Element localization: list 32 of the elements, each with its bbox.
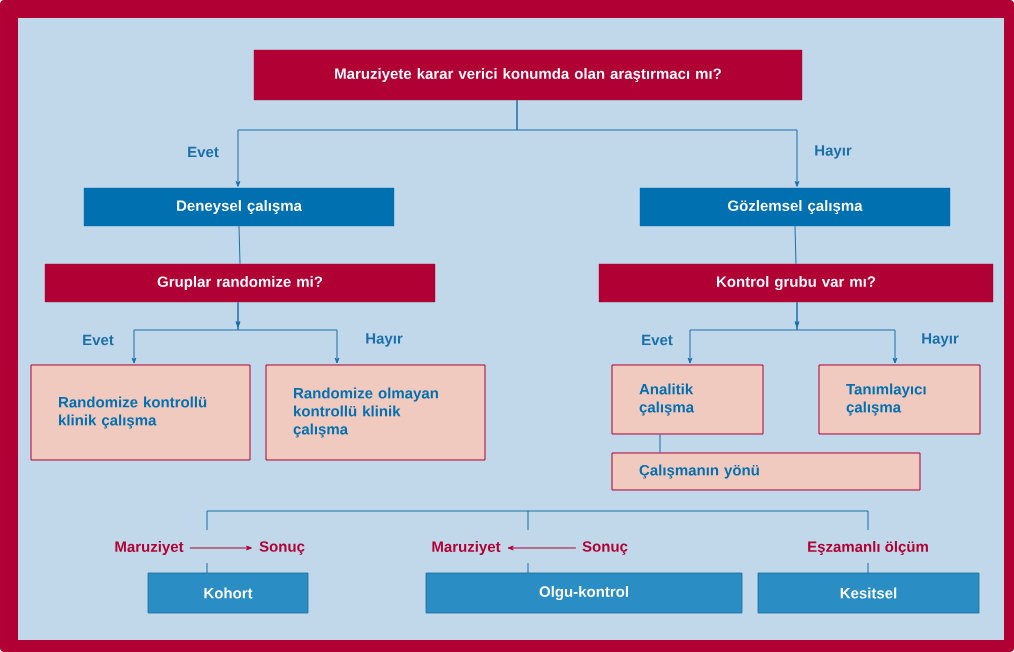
question-box: Maruziyete karar verici konumda olan araştırmacı mı? — [253, 49, 803, 101]
direction-text: Sonuç — [259, 541, 305, 555]
study-design-box: Kesitsel — [757, 572, 980, 614]
study-type-box: Deneysel çalışma — [83, 187, 395, 227]
direction-text: Sonuç — [582, 541, 628, 555]
question-box: Kontrol grubu var mı? — [598, 263, 994, 303]
connector-line — [238, 225, 241, 265]
edge-label: Hayır — [815, 145, 852, 159]
edge-label: Evet — [188, 146, 219, 158]
arrow — [516, 99, 800, 187]
study-design-box: Analitik çalışma — [611, 364, 764, 435]
study-design-box: Çalışmanın yönü — [611, 452, 921, 491]
edge-label: Evet — [642, 334, 673, 346]
study-design-box: Randomize kontrollü klinik çalışma — [30, 364, 251, 461]
edge-label: Hayır — [922, 333, 959, 347]
study-design-box: Randomize olmayan kontrollü klinik çalışma — [265, 364, 486, 461]
question-box: Gruplar randomize mi? — [44, 263, 436, 303]
arrow — [235, 301, 340, 364]
edge-label: Hayır — [366, 333, 403, 347]
study-design-box: Tanımlayıcı çalışma — [818, 364, 981, 435]
study-type-box: Gözlemsel çalışma — [639, 187, 951, 227]
study-design-box: Kohort — [147, 572, 309, 614]
direction-text: Eşzamanlı ölçüm — [805, 539, 931, 557]
edge-label: Evet — [83, 334, 114, 346]
direction-text: Maruziyet — [432, 541, 501, 555]
connector-line — [659, 434, 661, 453]
connector-line — [794, 225, 797, 265]
direction-text: Maruziyet — [115, 541, 184, 555]
arrow — [794, 301, 898, 364]
study-design-box: Olgu-kontrol — [425, 572, 743, 614]
arrow — [507, 545, 577, 551]
arrow — [189, 545, 252, 551]
